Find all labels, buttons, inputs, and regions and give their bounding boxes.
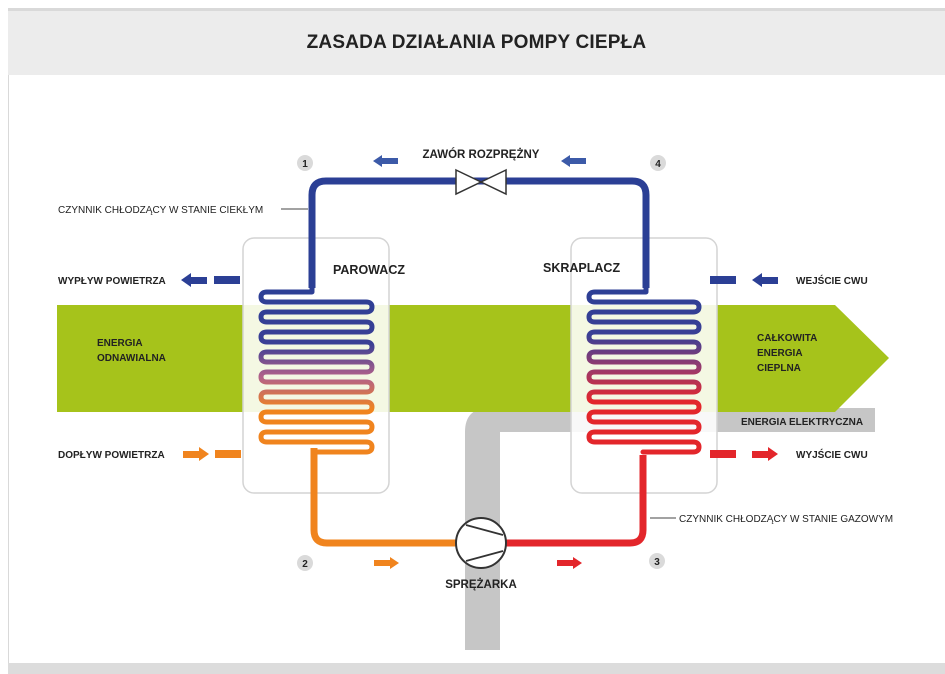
page-title: ZASADA DZIAŁANIA POMPY CIEPŁA: [306, 32, 647, 53]
pipe-bottom-left: [310, 448, 458, 547]
step-badge-4: 4: [650, 155, 666, 171]
flow-arrow-top-left: [373, 155, 398, 167]
total-heat-energy-label-line1: CAŁKOWITA: [757, 333, 817, 344]
dhw-inlet-arrow: [710, 273, 778, 287]
flow-arrow-bottom-left: [374, 557, 399, 569]
dhw-outlet-label: WYJŚCIE CWU: [796, 448, 868, 461]
condenser-coil: [586, 282, 702, 455]
condenser-label: SKRAPLACZ: [543, 261, 620, 275]
flow-arrow-top-right: [561, 155, 586, 167]
renewable-energy-label-line1: ENERGIA: [97, 338, 143, 349]
compressor-icon: [455, 517, 507, 569]
evaporator-label: PAROWACZ: [333, 263, 405, 277]
air-outflow-arrow: [181, 273, 240, 287]
dhw-outlet-arrow: [710, 447, 778, 461]
total-heat-energy-label-line2: ENERGIA: [757, 348, 803, 359]
step-badge-3: 3: [649, 553, 665, 569]
svg-text:3: 3: [654, 557, 660, 568]
air-inflow-arrow: [183, 447, 241, 461]
electric-energy-label: ENERGIA ELEKTRYCZNA: [741, 417, 863, 428]
expansion-valve-label: ZAWÓR ROZPRĘŻNY: [423, 148, 540, 161]
liquid-refrigerant-label: CZYNNIK CHŁODZĄCY W STANIE CIEKŁYM: [58, 205, 263, 216]
flow-arrow-bottom-right: [557, 557, 582, 569]
evaporator-coil: [258, 282, 375, 455]
pipe-bottom-right: [505, 455, 647, 547]
step-badge-2: 2: [297, 555, 313, 571]
expansion-valve-icon: [455, 168, 507, 196]
svg-text:2: 2: [302, 559, 308, 570]
footer-bar: [8, 663, 945, 674]
frame-left-border: [8, 75, 9, 663]
step-badge-1: 1: [297, 155, 313, 171]
air-inflow-label: DOPŁYW POWIETRZA: [58, 450, 165, 461]
svg-text:1: 1: [302, 159, 308, 170]
compressor-label: SPRĘŻARKA: [445, 578, 517, 591]
renewable-energy-label-line2: ODNAWIALNA: [97, 353, 166, 364]
dhw-inlet-label: WEJŚCIE CWU: [796, 274, 868, 287]
svg-text:4: 4: [655, 159, 661, 170]
air-outflow-label: WYPŁYW POWIETRZA: [58, 276, 166, 287]
total-heat-energy-label-line3: CIEPLNA: [757, 363, 801, 374]
header-bar: ZASADA DZIAŁANIA POMPY CIEPŁA: [8, 8, 945, 75]
gas-refrigerant-label: CZYNNIK CHŁODZĄCY W STANIE GAZOWYM: [679, 514, 893, 525]
